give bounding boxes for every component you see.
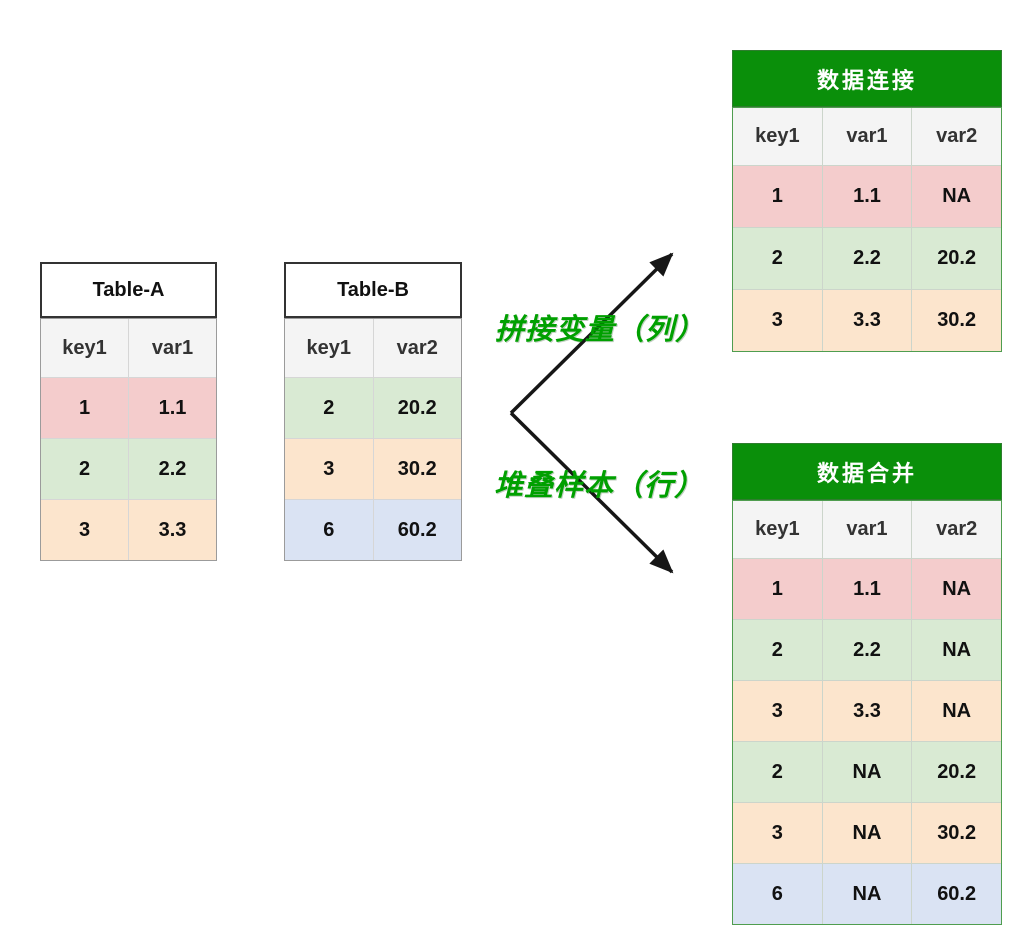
table-cell: 30.2 bbox=[911, 289, 1002, 352]
table-cell: 1 bbox=[732, 165, 823, 228]
column-header: var2 bbox=[911, 107, 1002, 166]
table-cell: 2 bbox=[732, 619, 823, 681]
table-title: Table-A bbox=[40, 262, 217, 318]
column-header: var1 bbox=[821, 500, 913, 559]
table-cell: NA bbox=[911, 558, 1002, 620]
table-cell: 20.2 bbox=[372, 377, 462, 439]
table-cell: 60.2 bbox=[911, 863, 1002, 925]
table-cell: 2 bbox=[732, 227, 823, 290]
table-cell: 3.3 bbox=[128, 499, 217, 561]
column-header: key1 bbox=[732, 500, 823, 559]
table-cell: 1 bbox=[732, 558, 823, 620]
table-cell: 2.2 bbox=[821, 227, 913, 290]
table-title: 数据连接 bbox=[732, 50, 1002, 107]
table-cell: NA bbox=[821, 802, 913, 864]
table-cell: 30.2 bbox=[372, 438, 462, 500]
column-header: var2 bbox=[911, 500, 1002, 559]
table-cell: 60.2 bbox=[372, 499, 462, 561]
column-header: var1 bbox=[128, 318, 217, 378]
table-cell: 2.2 bbox=[821, 619, 913, 681]
table-cell: NA bbox=[911, 165, 1002, 228]
column-header: key1 bbox=[284, 318, 374, 378]
table-cell: NA bbox=[911, 619, 1002, 681]
stack-rows-label: 堆叠样本（行） bbox=[494, 470, 705, 502]
table-cell: 30.2 bbox=[911, 802, 1002, 864]
table-cell: 3 bbox=[732, 802, 823, 864]
table-cell: NA bbox=[911, 680, 1002, 742]
table-cell: 3 bbox=[732, 289, 823, 352]
table-cell: 2 bbox=[284, 377, 374, 439]
table-cell: 6 bbox=[284, 499, 374, 561]
table-cell: 1.1 bbox=[128, 377, 217, 439]
table-cell: NA bbox=[821, 741, 913, 803]
table-cell: 20.2 bbox=[911, 741, 1002, 803]
column-header: key1 bbox=[40, 318, 129, 378]
table-title: Table-B bbox=[284, 262, 462, 318]
table-cell: 3 bbox=[732, 680, 823, 742]
table-cell: 1.1 bbox=[821, 165, 913, 228]
table-cell: 1 bbox=[40, 377, 129, 439]
table-cell: 20.2 bbox=[911, 227, 1002, 290]
table-cell: 1.1 bbox=[821, 558, 913, 620]
column-header: key1 bbox=[732, 107, 823, 166]
column-header: var2 bbox=[372, 318, 462, 378]
table-cell: NA bbox=[821, 863, 913, 925]
table-cell: 3.3 bbox=[821, 289, 913, 352]
table-cell: 2 bbox=[732, 741, 823, 803]
table-cell: 3 bbox=[284, 438, 374, 500]
table-cell: 2.2 bbox=[128, 438, 217, 500]
column-header: var1 bbox=[821, 107, 913, 166]
join-columns-label: 拼接变量（列） bbox=[495, 314, 706, 346]
table-title: 数据合并 bbox=[732, 443, 1002, 500]
table-cell: 2 bbox=[40, 438, 129, 500]
table-cell: 3.3 bbox=[821, 680, 913, 742]
table-cell: 3 bbox=[40, 499, 129, 561]
table-cell: 6 bbox=[732, 863, 823, 925]
